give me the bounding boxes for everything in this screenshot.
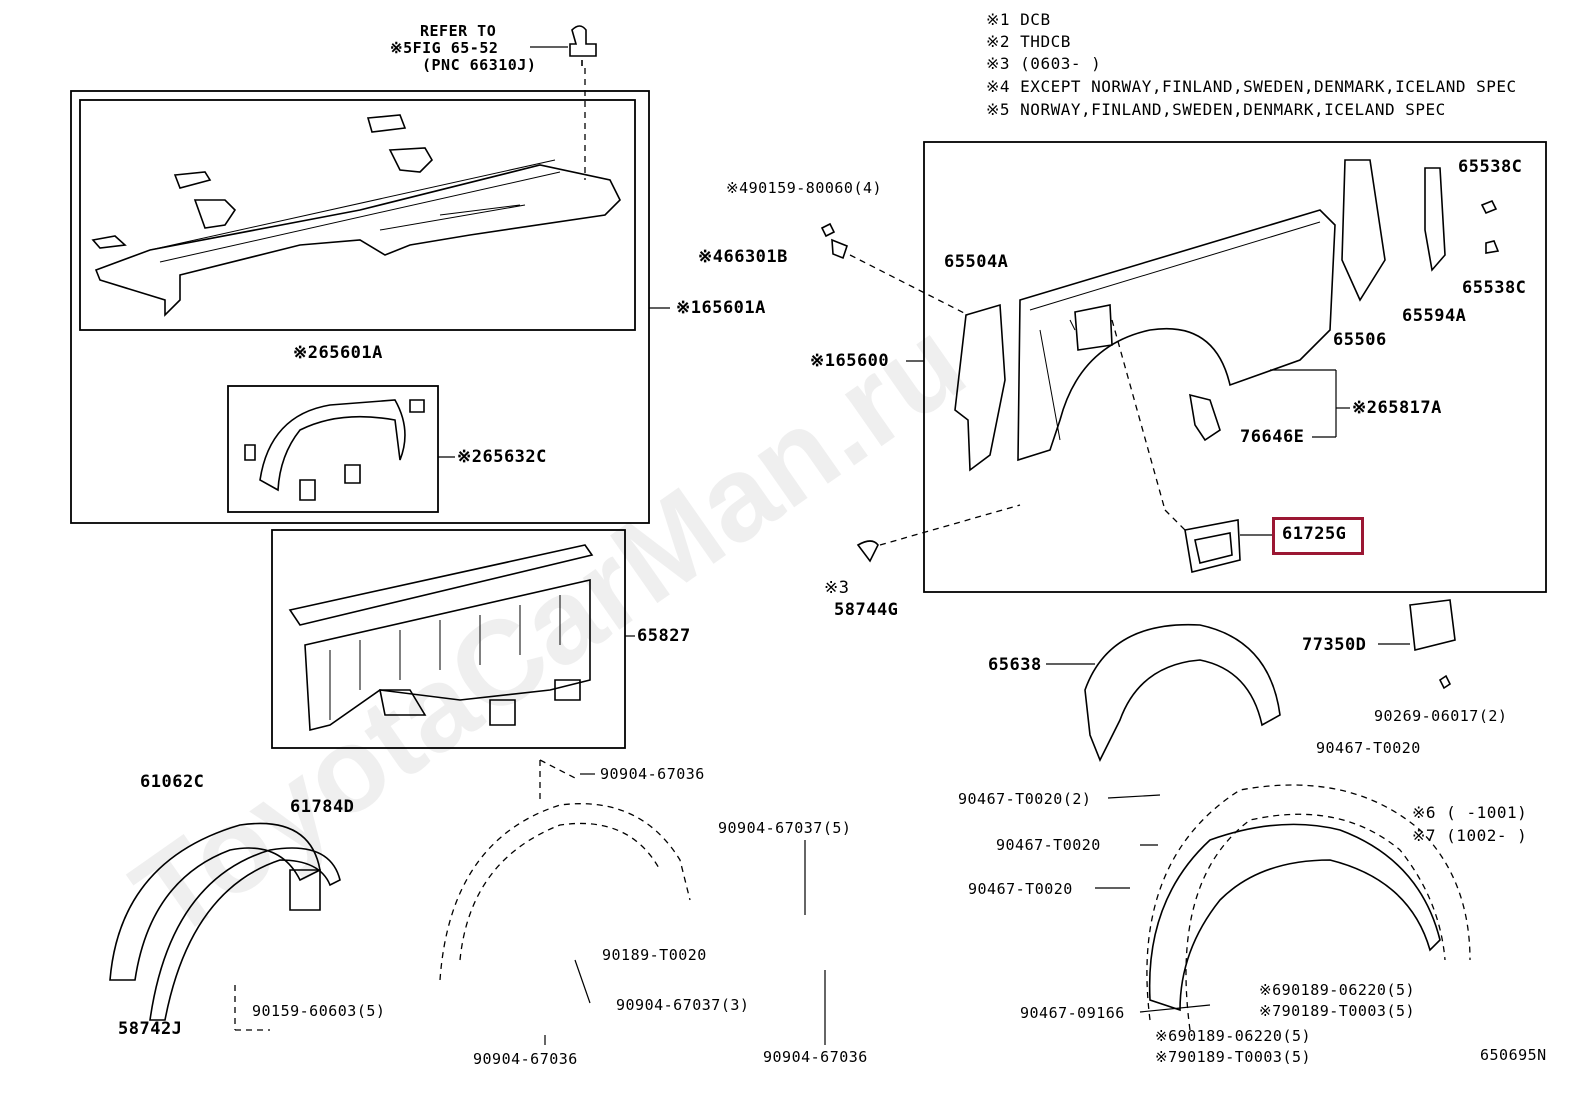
- part-label-265632C[interactable]: ※265632C: [457, 447, 547, 467]
- group-box-165600: [923, 141, 1547, 593]
- part-label-65504A[interactable]: 65504A: [944, 252, 1009, 272]
- note-7: ※7 (1002- ): [1412, 826, 1528, 845]
- part-label-90467-T0020-top[interactable]: 90467-T0020: [1316, 739, 1421, 757]
- mudguard-drawing: [1146, 784, 1471, 1031]
- figure-id: 650695N: [1480, 1046, 1547, 1064]
- inner-liner-drawing: [1084, 599, 1456, 762]
- part-label-90467-09166[interactable]: 90467-09166: [1020, 1004, 1125, 1022]
- note-3: ※3 (0603- ): [986, 54, 1102, 73]
- part-label-265601A[interactable]: ※265601A: [293, 343, 383, 363]
- part-label-690189-06220-right[interactable]: ※690189-06220(5): [1259, 981, 1416, 999]
- refer-line-3: (PNC 66310J): [422, 56, 537, 74]
- refer-line-2: ※5FIG 65-52: [390, 39, 499, 57]
- part-label-466301B[interactable]: ※466301B: [698, 247, 788, 267]
- rear-panel-drawing: [288, 544, 594, 732]
- wheel-house-inner-drawing: [244, 399, 425, 501]
- group-box-265601A: [79, 99, 636, 331]
- part-label-77350D[interactable]: 77350D: [1302, 635, 1367, 655]
- part-label-790189-T0003-right[interactable]: ※790189-T0003(5): [1259, 1002, 1416, 1020]
- part-label-90904-67037-3[interactable]: 90904-67037(3): [616, 996, 750, 1014]
- part-label-90159-60603[interactable]: 90159-60603(5): [252, 1002, 386, 1020]
- note-5: ※5 NORWAY,FINLAND,SWEDEN,DENMARK,ICELAND…: [986, 100, 1446, 119]
- note-6: ※6 ( -1001): [1412, 803, 1528, 822]
- part-label-65538C-bottom[interactable]: 65538C: [1462, 278, 1527, 298]
- floor-panel-drawing: [91, 114, 621, 317]
- part-label-165601A[interactable]: ※165601A: [676, 298, 766, 318]
- part-label-76646E[interactable]: 76646E: [1240, 427, 1305, 447]
- leader-lines: [438, 307, 1410, 1045]
- group-box-265632C: [227, 385, 439, 513]
- refer-bolt-icon: [530, 25, 597, 180]
- note-2: ※2 THDCB: [986, 32, 1071, 51]
- part-label-265817A[interactable]: ※265817A: [1352, 398, 1442, 418]
- group-box-65827: [271, 529, 626, 749]
- part-label-90269-06017[interactable]: 90269-06017(2): [1374, 707, 1508, 725]
- part-label-90904-67036-top[interactable]: 90904-67036: [600, 765, 705, 783]
- part-label-90467-T0020-a[interactable]: 90467-T0020: [996, 836, 1101, 854]
- note-4: ※4 EXCEPT NORWAY,FINLAND,SWEDEN,DENMARK,…: [986, 77, 1517, 96]
- part-label-58744G[interactable]: 58744G: [834, 600, 899, 620]
- part-label-165600[interactable]: ※165600: [810, 351, 890, 371]
- part-label-790189-T0003-bottom[interactable]: ※790189-T0003(5): [1155, 1048, 1312, 1066]
- part-label-61725G[interactable]: 61725G: [1282, 524, 1347, 544]
- part-label-90904-67036-bottom-left[interactable]: 90904-67036: [473, 1050, 578, 1068]
- part-label-690189-06220-bottom[interactable]: ※690189-06220(5): [1155, 1027, 1312, 1045]
- rear-fender-drawing: [820, 159, 1500, 573]
- part-label-61784D[interactable]: 61784D: [290, 797, 355, 817]
- note-1: ※1 DCB: [986, 10, 1051, 29]
- part-label-65638[interactable]: 65638: [988, 655, 1042, 675]
- part-label-65506[interactable]: 65506: [1333, 330, 1387, 350]
- part-label-61062C[interactable]: 61062C: [140, 772, 205, 792]
- part-label-90189-T0020[interactable]: 90189-T0020: [602, 946, 707, 964]
- part-mark-58744G: ※3: [824, 578, 850, 598]
- group-box-165601A: [70, 90, 650, 524]
- part-label-65594A[interactable]: 65594A: [1402, 306, 1467, 326]
- part-label-90467-T0020-b[interactable]: 90467-T0020: [968, 880, 1073, 898]
- part-label-90904-67037-5[interactable]: 90904-67037(5): [718, 819, 852, 837]
- part-label-90159-80060[interactable]: ※490159-80060(4): [726, 179, 883, 197]
- refer-line-1: REFER TO: [420, 22, 497, 40]
- part-label-58742J[interactable]: 58742J: [118, 1019, 183, 1039]
- part-label-90467-T0020-2[interactable]: 90467-T0020(2): [958, 790, 1092, 808]
- part-label-65827[interactable]: 65827: [637, 626, 691, 646]
- part-label-90904-67036-bottom-right[interactable]: 90904-67036: [763, 1048, 868, 1066]
- part-label-65538C-top[interactable]: 65538C: [1458, 157, 1523, 177]
- fender-flare-drawing: [109, 759, 691, 1031]
- highlight-box-61725G: [1272, 517, 1364, 555]
